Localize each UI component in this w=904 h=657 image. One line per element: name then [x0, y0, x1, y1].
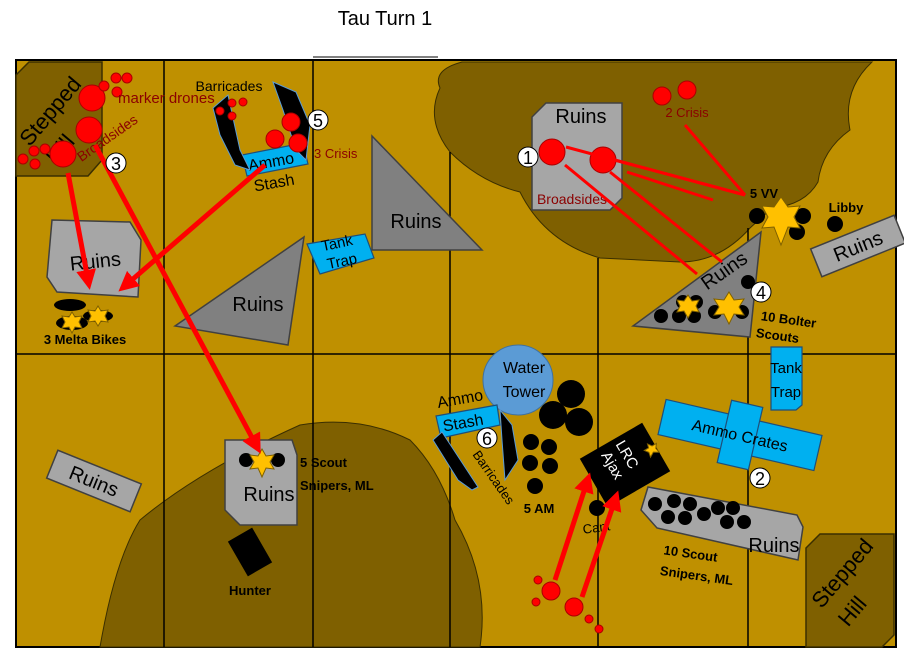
svg-text:Ruins: Ruins — [555, 106, 606, 128]
hunter: Hunter — [227, 527, 273, 598]
ruins-triangle-center: Ruins — [371, 134, 484, 251]
ruins-triangle-west: Ruins — [173, 235, 305, 346]
fire-lines — [65, 124, 747, 598]
svg-text:Trap: Trap — [325, 250, 358, 273]
svg-text:Barricades: Barricades — [196, 78, 263, 94]
svg-text:2: 2 — [755, 469, 765, 489]
tank-trap-west: Tank Trap — [306, 232, 375, 275]
order-marker-4: 4 — [750, 281, 772, 303]
svg-text:5: 5 — [313, 111, 323, 131]
svg-text:Stash: Stash — [442, 412, 485, 436]
svg-text:marker drones: marker drones — [118, 90, 215, 107]
tau-crisis-3: 3 Crisis — [215, 97, 358, 161]
water-tower: Water Tower — [482, 344, 554, 416]
svg-text:Scouts: Scouts — [755, 325, 800, 346]
librarian: Libby — [827, 200, 864, 232]
svg-text:Snipers, ML: Snipers, ML — [300, 478, 374, 493]
svg-text:3 Melta Bikes: 3 Melta Bikes — [44, 332, 126, 347]
svg-text:3: 3 — [111, 154, 121, 174]
svg-text:2 Crisis: 2 Crisis — [665, 105, 709, 120]
svg-text:Ruins: Ruins — [243, 484, 294, 506]
svg-text:Broadsides: Broadsides — [537, 191, 607, 207]
stepped-hill-se: Stepped Hill — [805, 533, 895, 648]
svg-text:Hunter: Hunter — [229, 583, 271, 598]
tau-crisis-2: 2 Crisis — [652, 80, 709, 120]
melta-bikes: 3 Melta Bikes — [44, 299, 126, 347]
svg-text:6: 6 — [482, 429, 492, 449]
svg-text:1: 1 — [523, 148, 533, 168]
ruins-north: Ruins — [531, 102, 623, 211]
svg-text:Ruins: Ruins — [748, 535, 799, 557]
svg-text:5 VV: 5 VV — [750, 186, 779, 201]
svg-text:Trap: Trap — [771, 384, 801, 401]
map-title: Tau Turn 1 — [338, 8, 433, 30]
order-marker-2: 2 — [749, 467, 771, 489]
tau-broadsides-hill: marker drones Broadsides — [17, 72, 215, 170]
order-marker-5: 5 — [307, 109, 329, 131]
order-marker-6: 6 — [476, 427, 498, 449]
svg-text:Ruins: Ruins — [390, 211, 441, 233]
svg-text:Tank: Tank — [320, 232, 355, 255]
svg-text:3 Crisis: 3 Crisis — [314, 146, 358, 161]
svg-text:5 AM: 5 AM — [524, 501, 555, 516]
order-marker-1: 1 — [517, 146, 539, 168]
assault-marines: 5 AM — [522, 380, 593, 516]
bolter-scouts: 10 Bolter Scouts — [654, 275, 817, 346]
tau-south-units — [531, 575, 604, 634]
svg-text:Water: Water — [503, 360, 546, 377]
vanguard-veterans: 5 VV — [749, 186, 811, 247]
svg-text:Ruins: Ruins — [232, 294, 283, 316]
lrc-ajax: LRC Ajax — [579, 422, 671, 508]
order-marker-3: 3 — [105, 152, 127, 174]
tank-trap-east: Tank Trap — [770, 346, 803, 411]
dark-ground-south — [99, 421, 483, 648]
svg-text:Libby: Libby — [829, 200, 864, 215]
svg-text:Tower: Tower — [503, 384, 546, 401]
scout-snipers-south: 5 Scout Snipers, ML — [239, 447, 374, 493]
svg-text:Stash: Stash — [253, 172, 296, 196]
svg-text:4: 4 — [756, 283, 766, 303]
ammo-crates: Ammo Crates — [657, 398, 823, 472]
svg-text:5 Scout: 5 Scout — [300, 455, 348, 470]
tau-broadsides-ruins: Broadsides — [537, 138, 617, 207]
svg-text:Tank: Tank — [770, 360, 802, 377]
